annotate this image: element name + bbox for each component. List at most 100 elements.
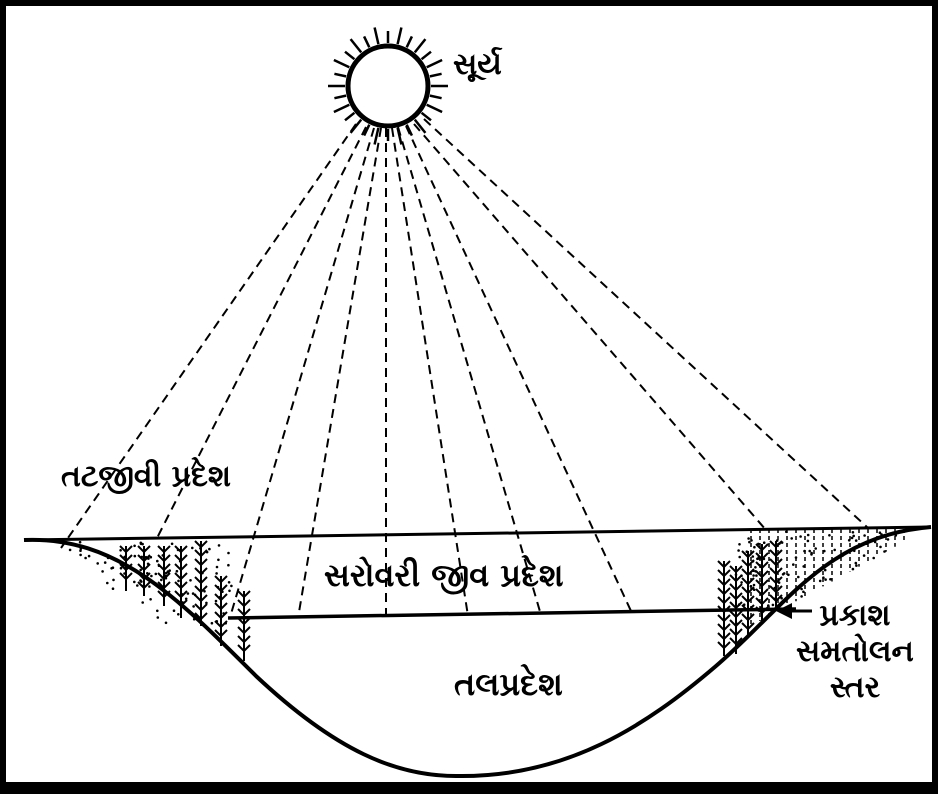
plant-leaf <box>729 601 743 610</box>
stipple-dot <box>806 539 810 543</box>
plant-leaf <box>137 554 151 563</box>
stipple-dot <box>227 563 230 567</box>
stipple-dot <box>740 581 743 584</box>
stipple-dot <box>855 564 858 567</box>
plant-leaf <box>769 549 783 558</box>
plant <box>214 575 228 646</box>
plant-leaf <box>194 540 208 549</box>
stipple-dot <box>797 575 800 579</box>
stipple-dot <box>119 566 123 570</box>
stipple-dot <box>762 541 766 544</box>
plant-leaf <box>174 590 188 599</box>
arrow-head <box>776 603 792 619</box>
plant-leaf <box>729 592 743 601</box>
stipple-dot <box>133 580 136 584</box>
plant-leaf <box>729 628 743 637</box>
plant-leaf <box>214 602 228 611</box>
compensation-level-label: પ્રકાશ સમતોલન સ્તર <box>796 598 914 706</box>
plant-leaf <box>769 567 783 576</box>
plant-leaf <box>137 545 151 554</box>
plant-leaf <box>741 550 755 559</box>
stipple-dot <box>214 599 218 603</box>
sun-ray <box>413 38 427 54</box>
plant <box>741 550 755 636</box>
plant-leaf <box>119 554 133 563</box>
plant-leaf <box>214 593 228 602</box>
plant-leaf <box>237 644 251 653</box>
stipple-dot <box>210 621 214 625</box>
stipple-dot <box>790 537 793 540</box>
plant-leaf <box>717 578 731 587</box>
plant-leaf <box>174 554 188 563</box>
stipple-dot <box>227 581 231 584</box>
stipple-dot <box>149 598 152 601</box>
stipple-dot <box>753 545 756 549</box>
plant-leaf <box>174 545 188 554</box>
plant-leaf <box>237 608 251 617</box>
sun-ray <box>344 111 356 122</box>
plant-leaf <box>741 586 755 595</box>
stipple-dot <box>824 578 827 581</box>
aquatic-plants <box>119 540 783 661</box>
stipple-dot <box>792 563 795 566</box>
sun-ray <box>334 94 347 100</box>
plant-leaf <box>769 594 783 603</box>
stipple-dot <box>850 536 854 540</box>
stipple-dot <box>886 538 890 541</box>
compensation-label-line-2: સમતોલન <box>796 634 914 669</box>
stipple-dot <box>189 579 192 582</box>
compensation-label-line-3: સ્તર <box>829 670 881 705</box>
plant-leaf <box>717 623 731 632</box>
stipple-dot <box>754 566 757 569</box>
plant-leaf <box>729 565 743 574</box>
stipple-dot <box>141 601 144 604</box>
sun-ray <box>373 127 380 145</box>
stipple-dot <box>863 534 866 537</box>
plant-leaf <box>755 579 769 588</box>
stipple-dot <box>228 589 231 593</box>
plant-leaf <box>174 563 188 572</box>
sun-ray <box>362 35 371 48</box>
sun-label: સૂર્ય <box>453 47 502 82</box>
stipple-dot <box>810 551 813 555</box>
limnetic-zone-label: સરોવરી જીવ પ્રદેશ <box>324 556 564 594</box>
plant-leaf <box>729 574 743 583</box>
sun-ray <box>420 111 432 122</box>
stipple-dot <box>106 581 109 585</box>
stipple-dot <box>738 555 741 559</box>
plant-leaf <box>237 617 251 626</box>
stipple-dot <box>68 548 72 552</box>
stipple-dot <box>101 570 104 573</box>
sun-ray <box>413 118 427 134</box>
plant <box>717 560 731 656</box>
plant-leaf <box>157 554 171 563</box>
stipple-dot <box>170 542 174 546</box>
stipple-dot <box>139 579 142 582</box>
compensation-label-line-1: પ્રકાશ <box>819 598 891 633</box>
stipple-dot <box>215 565 219 569</box>
plant-leaf <box>769 558 783 567</box>
plant-leaf <box>729 637 743 646</box>
stipple-dot <box>164 621 168 625</box>
compensation-level-line <box>227 607 797 620</box>
plant-leaf <box>755 597 769 606</box>
stipple-dot <box>156 559 159 563</box>
stipple-dot <box>799 535 802 538</box>
stipple-dot <box>184 597 188 601</box>
plant-leaf <box>769 576 783 585</box>
stipple-dot <box>230 584 233 588</box>
light-ray <box>155 126 367 541</box>
stipple-dot <box>872 556 875 560</box>
stipple-dot <box>883 550 886 553</box>
plant-leaf <box>157 563 171 572</box>
water-surface-line <box>23 525 932 542</box>
plant <box>237 590 251 661</box>
plant <box>729 565 743 654</box>
stipple-dot <box>175 569 179 573</box>
water-surface <box>23 525 932 542</box>
plant-leaf <box>237 626 251 635</box>
stipple-dot <box>111 587 115 590</box>
stipple-dot <box>133 554 137 558</box>
stipple-dot <box>139 542 143 546</box>
